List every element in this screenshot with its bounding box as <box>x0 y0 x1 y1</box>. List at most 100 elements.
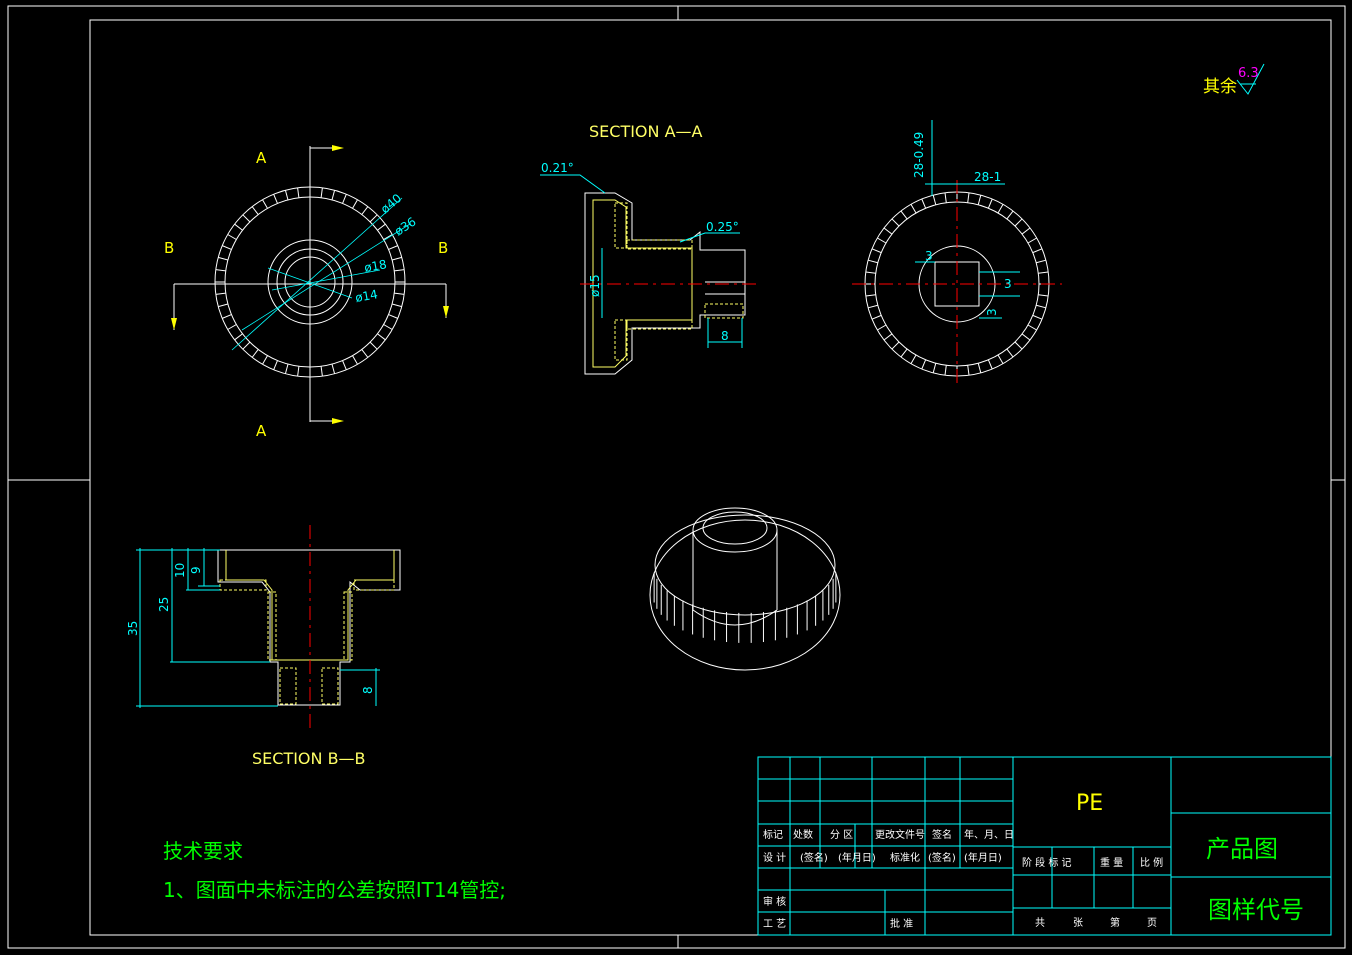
knurl-tooth <box>297 187 300 198</box>
knurl-tooth <box>331 190 336 201</box>
knurl-tooth <box>871 248 882 254</box>
knurl-tooth <box>391 256 402 261</box>
knurl-tooth <box>342 194 347 204</box>
rev-h0: 标记 <box>763 829 783 841</box>
knurl-tooth <box>967 365 970 376</box>
knurl-tooth <box>215 269 226 272</box>
rev-h4: 签名 <box>932 828 952 841</box>
knurl-tooth <box>910 354 917 364</box>
knurl-tooth <box>361 349 369 358</box>
knurl-tooth <box>967 192 970 203</box>
knurl-tooth <box>394 269 405 272</box>
approve-label: 批 准 <box>890 917 913 930</box>
review-label: 审 核 <box>763 895 786 908</box>
knurl-tooth <box>1014 218 1023 227</box>
dim-angle-outer: 0.21° <box>541 161 574 175</box>
knurl-tooth <box>1038 271 1049 274</box>
knurl-tooth <box>865 294 876 297</box>
knurl-tooth <box>320 187 323 198</box>
knurl-tooth <box>944 192 947 203</box>
knurl-tooth <box>891 341 900 350</box>
knurl-tooth <box>877 237 887 244</box>
design-0: 设 计 <box>763 851 786 864</box>
knurl-tooth <box>900 210 908 220</box>
knurl-tooth <box>262 199 268 209</box>
isometric-view <box>649 507 841 671</box>
label-b-right: B <box>438 239 448 257</box>
knurl-tooth <box>868 304 878 309</box>
knurl-tooth <box>1021 227 1031 235</box>
design-4: (签名) <box>928 851 956 864</box>
stage-h2: 比 例 <box>1140 856 1163 869</box>
roughness-symbol: 其余 6.3 <box>1203 63 1265 97</box>
roughness-value: 6.3 <box>1238 66 1259 81</box>
knurl-tooth <box>921 198 927 209</box>
label-a-top: A <box>256 149 267 167</box>
knurl-tooth <box>883 333 893 341</box>
knurl-tooth <box>921 359 927 370</box>
knurl-tooth <box>1021 333 1031 341</box>
knurl-tooth <box>352 355 358 365</box>
knurl-tooth <box>1027 324 1037 331</box>
knurl-tooth <box>1006 348 1014 358</box>
knurl-tooth <box>1032 314 1043 320</box>
knurl-tooth <box>891 218 900 227</box>
front-view: A A B B ø40 ø36 ø18 ø14 <box>164 145 449 440</box>
dim-total: 35 <box>126 621 140 636</box>
knurl-tooth <box>865 271 876 274</box>
knurl-tooth <box>883 227 893 235</box>
knurl-tooth <box>1027 237 1037 244</box>
knurl-tooth <box>987 359 993 370</box>
knurl-tooth <box>297 366 300 377</box>
process-label: 工 艺 <box>763 918 786 930</box>
knurl-tooth <box>251 206 259 215</box>
dim-body: 25 <box>157 597 171 612</box>
inner-border <box>89 19 1332 936</box>
drawing-name: 产品图 <box>1206 835 1278 863</box>
stage-h0: 阶 段 标 记 <box>1022 856 1072 869</box>
notes: 技术要求 1、图面中未标注的公差按照IT14管控; <box>163 839 506 902</box>
knurl-tooth <box>394 292 405 295</box>
knurl-tooth <box>234 333 243 341</box>
material: PE <box>1076 791 1103 816</box>
dim-d40: ø40 <box>378 191 404 216</box>
knurl-tooth <box>369 341 378 350</box>
sheet-0: 共 <box>1035 917 1045 929</box>
dim-stub: 8 <box>361 686 375 694</box>
knurl-tooth <box>1014 341 1023 350</box>
knurl-tooth <box>218 256 229 261</box>
section-aa-title: SECTION A—A <box>589 122 703 141</box>
knurl-tooth <box>932 195 937 205</box>
knurl-tooth <box>1036 259 1046 264</box>
knurl-tooth <box>361 206 369 215</box>
dim-bore: ø15 <box>588 274 602 297</box>
knurl-tooth <box>871 314 882 320</box>
knurl-tooth <box>1032 248 1043 254</box>
knurl-tooth <box>331 363 336 374</box>
rev-h2: 分 区 <box>830 829 853 841</box>
knurl-tooth <box>877 324 887 331</box>
design-5: (年月日) <box>964 851 1002 864</box>
dim-key-b: 3 <box>1004 277 1012 291</box>
dim-flange: 9 <box>189 566 203 574</box>
dim-d18: ø18 <box>363 257 388 275</box>
dim-key-a: 3 <box>925 249 933 263</box>
knurl-tooth <box>251 349 259 358</box>
label-a-bottom: A <box>256 422 267 440</box>
roughness-prefix: 其余 <box>1203 77 1237 97</box>
knurl-tooth <box>388 314 398 319</box>
knurl-tooth <box>383 234 393 240</box>
design-2: (年月日) <box>838 851 876 864</box>
knurl-tooth <box>977 195 982 205</box>
dim-angle-inner: 0.25° <box>706 220 739 234</box>
knurl-tooth <box>284 363 289 374</box>
knurl-tooth <box>932 363 937 373</box>
rev-h3: 更改文件号 <box>875 828 925 841</box>
knurl-tooth <box>262 355 268 365</box>
sheet-3: 页 <box>1147 917 1157 929</box>
stage-h1: 重 量 <box>1100 856 1123 869</box>
knurl-tooth <box>342 360 347 370</box>
knurl-tooth <box>215 292 226 295</box>
label-b-left: B <box>164 239 174 257</box>
knurl-tooth <box>242 341 251 350</box>
